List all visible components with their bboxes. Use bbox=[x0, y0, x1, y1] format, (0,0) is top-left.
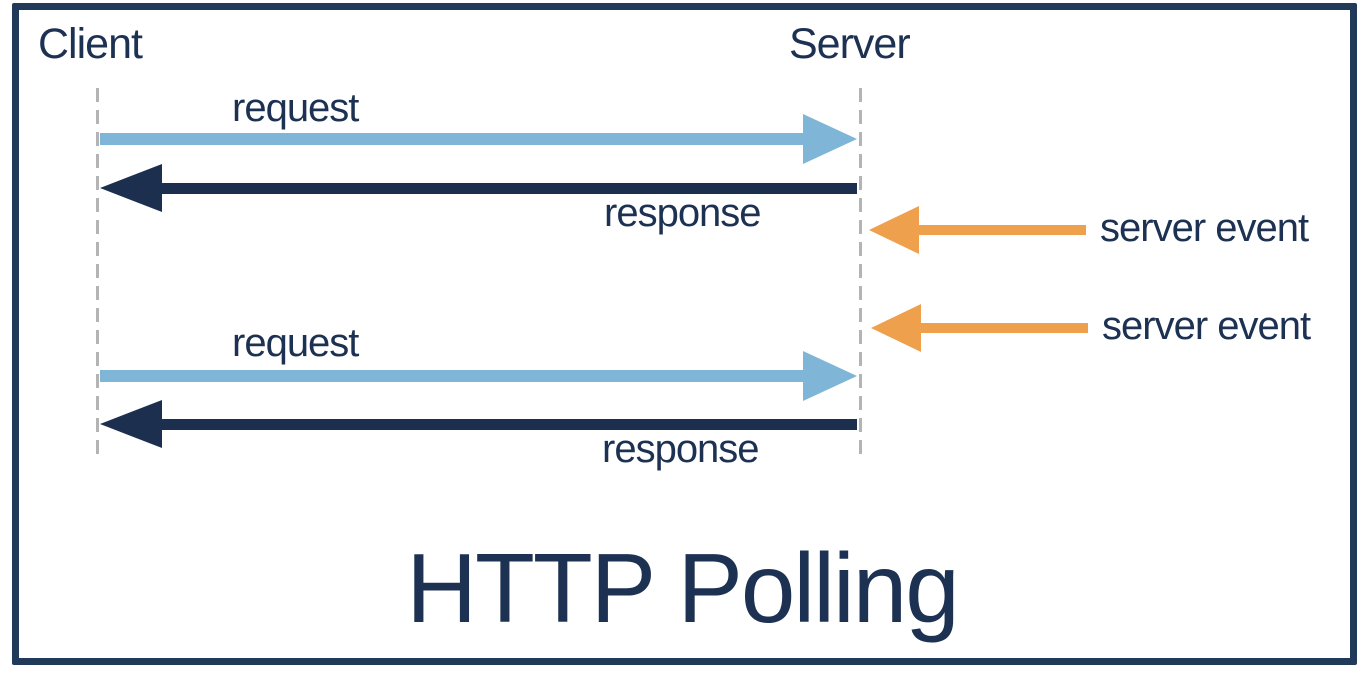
server-event-arrow-body bbox=[921, 323, 1088, 333]
client-lifeline bbox=[96, 88, 99, 462]
response-arrow-body bbox=[162, 182, 857, 194]
server-event-label-1: server event bbox=[1100, 206, 1309, 250]
request-arrow-body bbox=[100, 370, 803, 382]
arrow-right-icon bbox=[803, 351, 857, 401]
request-arrow-2 bbox=[100, 351, 857, 401]
request-label-1: request bbox=[232, 86, 359, 130]
response-label-2: response bbox=[602, 427, 760, 471]
server-event-arrow-body bbox=[919, 225, 1086, 235]
request-arrow-1 bbox=[100, 114, 857, 164]
arrow-left-icon bbox=[871, 304, 921, 352]
client-actor-label: Client bbox=[38, 20, 143, 68]
response-arrow-2 bbox=[100, 399, 857, 449]
server-event-arrow-2 bbox=[871, 303, 1088, 353]
response-arrow-body bbox=[162, 418, 857, 430]
server-actor-label: Server bbox=[789, 20, 911, 68]
request-arrow-body bbox=[100, 133, 803, 145]
response-label-1: response bbox=[604, 191, 762, 235]
response-arrow-1 bbox=[100, 163, 857, 213]
arrow-left-icon bbox=[100, 164, 162, 212]
arrow-right-icon bbox=[803, 114, 857, 164]
arrow-left-icon bbox=[100, 400, 162, 448]
server-event-arrow-1 bbox=[869, 205, 1086, 255]
arrow-left-icon bbox=[869, 206, 919, 254]
server-event-label-2: server event bbox=[1102, 304, 1311, 348]
server-lifeline bbox=[859, 88, 862, 462]
request-label-2: request bbox=[232, 321, 359, 365]
diagram-border bbox=[12, 3, 1357, 665]
diagram-title: HTTP Polling bbox=[406, 533, 960, 643]
